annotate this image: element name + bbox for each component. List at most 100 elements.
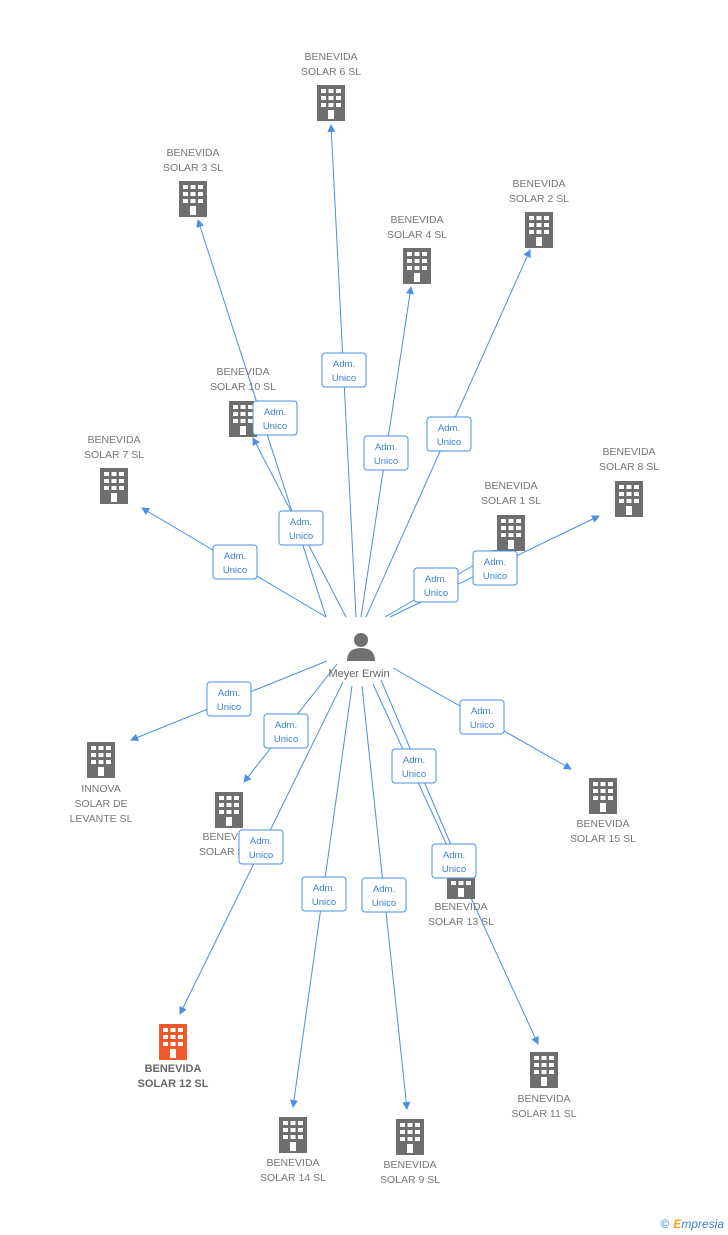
edge-role-line2: Unico (274, 734, 298, 745)
edge-role-line1: Adm. (403, 755, 425, 766)
building-icon (403, 248, 431, 284)
edge-role-line2: Unico (332, 373, 356, 384)
company-label-s15-line2: SOLAR 15 SL (570, 833, 636, 845)
edge-role-box (472, 550, 518, 586)
edge-role-line1: Adm. (471, 706, 493, 717)
company-label-s9-line1: BENEVIDA (383, 1159, 436, 1171)
company-label-s8-line2: SOLAR 8 SL (599, 461, 659, 473)
edge-role-label[interactable]: Adm.Unico (238, 829, 284, 865)
company-label-innova-line2: SOLAR DE (74, 798, 127, 810)
company-label-s1-line1: BENEVIDA (484, 480, 537, 492)
edge-role-line2: Unico (402, 769, 426, 780)
edge-role-line1: Adm. (275, 720, 297, 731)
company-label-s13-line1: BENEVIDA (434, 901, 487, 913)
company-label-s1-line2: SOLAR 1 SL (481, 495, 541, 507)
edge-role-label[interactable]: Adm. Unico (391, 748, 437, 784)
company-node-s12[interactable]: BENEVIDA SOLAR 12 SL (138, 1024, 209, 1090)
company-label-s10-line2: SOLAR 10 SL (210, 381, 276, 393)
company-label-s7-line2: SOLAR 7 SL (84, 449, 144, 461)
edge-role-box (301, 876, 347, 912)
person-name: Meyer Erwin (328, 668, 389, 680)
person-icon (354, 633, 368, 647)
brand-initial: E (673, 1217, 682, 1231)
edge-role-label[interactable]: Adm. Unico (212, 544, 258, 580)
edge-role-line1: Adm. (425, 574, 447, 585)
edge-role-box (278, 510, 324, 546)
edge-role-line2: Unico (312, 897, 336, 908)
copyright-icon: © (660, 1217, 670, 1231)
building-icon-highlighted (159, 1024, 187, 1060)
brand-name: mpresia (681, 1217, 724, 1231)
edge-role-line1: Adm. (224, 551, 246, 562)
edges-layer (130, 124, 600, 1110)
edge-role-line1: Adm. (484, 557, 506, 568)
edge-role-line2: Unico (424, 588, 448, 599)
person-node[interactable]: Meyer Erwin (328, 633, 390, 680)
edge-role-label[interactable]: Adm. Unico (459, 699, 505, 735)
edge-role-line1: Adm. (290, 517, 312, 528)
edge-role-box (206, 681, 252, 717)
edge-role-line1: Adm. (443, 850, 465, 861)
company-label-innova-line3: LEVANTE SL (70, 813, 133, 825)
edge-role-line2: Unico (470, 720, 494, 731)
edge-role-line2: Unico (217, 702, 241, 713)
edge-role-line2: Unico (483, 571, 507, 582)
edge-role-label[interactable]: Adm.Unico (252, 400, 298, 436)
edge-role-box (363, 435, 409, 471)
building-icon (396, 1119, 424, 1155)
company-label-s6-line1: BENEVIDA (304, 51, 357, 63)
edge-role-line1: Adm. (218, 688, 240, 699)
edge-role-label[interactable]: Adm.Unico (321, 352, 367, 388)
edge-role-box (413, 567, 459, 603)
building-icon (530, 1052, 558, 1088)
building-icon (615, 481, 643, 517)
building-icon (317, 85, 345, 121)
person-icon-body (347, 648, 375, 661)
edge-role-line2: Unico (223, 565, 247, 576)
company-node-s1[interactable]: BENEVIDA SOLAR 1 SL (481, 480, 541, 551)
edge-role-box (252, 400, 298, 436)
edge-role-label[interactable]: Adm.Unico (361, 877, 407, 913)
company-label-s15-line1: BENEVIDA (576, 818, 629, 830)
edge-role-label[interactable]: Adm. Unico (206, 681, 252, 717)
edge-role-label[interactable]: Adm.Unico (301, 876, 347, 912)
edge-role-label[interactable]: Adm.Unico (278, 510, 324, 546)
company-label-s12-line1: BENEVIDA (145, 1063, 202, 1075)
company-label-s12-line2: SOLAR 12 SL (138, 1078, 209, 1090)
edge-role-line2: Unico (249, 850, 273, 861)
edge-role-box (426, 416, 472, 452)
edge-role-line2: Unico (372, 898, 396, 909)
building-icon (589, 778, 617, 814)
edge-role-label[interactable]: Adm. Unico (472, 550, 518, 586)
edge-role-label[interactable]: Adm. Unico (431, 843, 477, 879)
company-label-s2-line2: SOLAR 2 SL (509, 193, 569, 205)
edge-role-line2: Unico (442, 864, 466, 875)
edge-role-box (431, 843, 477, 879)
company-label-s6-line2: SOLAR 6 SL (301, 66, 361, 78)
building-icon (279, 1117, 307, 1153)
edge-role-label[interactable]: Adm. Unico (263, 713, 309, 749)
edge-role-label[interactable]: Adm.Unico (363, 435, 409, 471)
edge-role-label[interactable]: Adm. Unico (413, 567, 459, 603)
company-node-s15[interactable]: BENEVIDA SOLAR 15 SL (570, 778, 636, 845)
company-label-s14-line1: BENEVIDA (266, 1157, 319, 1169)
company-node-s6[interactable]: BENEVIDA SOLAR 6 SL (301, 51, 361, 121)
edge-role-box (263, 713, 309, 749)
building-icon (215, 792, 243, 828)
edge-role-box (321, 352, 367, 388)
edge-role-label[interactable]: Adm.Unico (426, 416, 472, 452)
